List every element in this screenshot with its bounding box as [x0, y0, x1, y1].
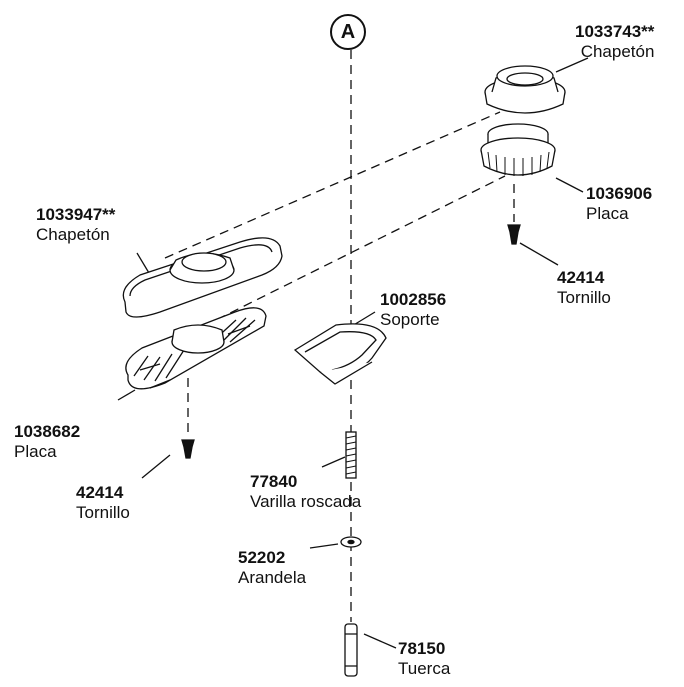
part-number: 42414	[557, 268, 605, 287]
placa-large-part	[125, 307, 267, 390]
part-number: 1038682	[14, 422, 81, 441]
label-placa-small: 1036906 Placa	[586, 184, 652, 224]
part-number: 77840	[250, 472, 298, 491]
label-tuerca: 78150 Tuerca	[398, 639, 450, 679]
soporte-part	[293, 323, 387, 385]
part-number: 1002856	[380, 290, 447, 309]
part-name: Chapetón	[36, 225, 110, 244]
tuerca-part	[344, 623, 358, 677]
part-name: Varilla roscada	[250, 492, 362, 511]
label-chapeton-small: 1033743** Chapetón	[575, 22, 654, 62]
label-tornillo-right: 42414 Tornillo	[557, 268, 611, 308]
callout-a: A	[330, 14, 366, 50]
part-number: 1033947**	[36, 205, 116, 224]
part-name: Chapetón	[580, 42, 655, 61]
placa-small-part	[480, 123, 556, 176]
part-name: Placa	[586, 204, 629, 223]
part-number: 1033743**	[575, 22, 655, 41]
label-soporte: 1002856 Soporte	[380, 290, 446, 330]
chapeton-large-part	[122, 237, 283, 318]
leader-lines	[117, 57, 589, 649]
part-number: 52202	[238, 548, 286, 567]
part-name: Arandela	[238, 568, 307, 587]
part-number: 78150	[398, 639, 446, 658]
part-number: 1036906	[586, 184, 653, 203]
part-name: Placa	[14, 442, 57, 461]
label-varilla: 77840 Varilla roscada	[250, 472, 361, 512]
part-name: Tornillo	[76, 503, 130, 522]
label-arandela: 52202 Arandela	[238, 548, 306, 588]
label-placa-large: 1038682 Placa	[14, 422, 80, 462]
chapeton-small-part	[484, 65, 566, 114]
part-number: 42414	[76, 483, 124, 502]
arandela-part	[340, 536, 362, 548]
alignment-lines	[164, 50, 515, 622]
varilla-part	[345, 431, 357, 479]
part-name: Tuerca	[398, 659, 451, 678]
part-name: Soporte	[380, 310, 440, 329]
part-name: Tornillo	[557, 288, 611, 307]
label-tornillo-left: 42414 Tornillo	[76, 483, 130, 523]
label-chapeton-large: 1033947** Chapetón	[36, 205, 115, 245]
hardware-parts	[181, 224, 521, 459]
